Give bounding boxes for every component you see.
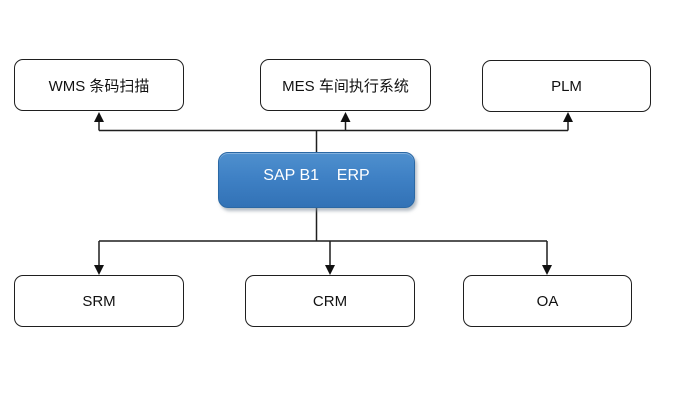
arrow-down-srm-icon bbox=[94, 265, 104, 275]
bottom-connector bbox=[94, 208, 552, 275]
node-mes: MES 车间执行系统 bbox=[260, 59, 431, 111]
node-sap-b1-erp-label: SAP B1 ERP bbox=[263, 166, 370, 184]
node-mes-label: MES 车间执行系统 bbox=[282, 77, 409, 95]
node-srm: SRM bbox=[14, 275, 184, 327]
node-sap-b1-erp: SAP B1 ERP bbox=[218, 152, 415, 208]
node-plm: PLM bbox=[482, 60, 651, 112]
node-plm-label: PLM bbox=[551, 77, 582, 95]
node-wms: WMS 条码扫描 bbox=[14, 59, 184, 111]
node-wms-label: WMS 条码扫描 bbox=[48, 77, 150, 95]
node-oa: OA bbox=[463, 275, 632, 327]
node-oa-label: OA bbox=[536, 292, 559, 310]
arrow-down-oa-icon bbox=[542, 265, 552, 275]
node-crm-label: CRM bbox=[312, 292, 348, 310]
arrow-up-wms-icon bbox=[94, 112, 104, 122]
top-connector bbox=[94, 112, 573, 152]
node-srm-label: SRM bbox=[82, 292, 116, 310]
arrow-up-plm-icon bbox=[563, 112, 573, 122]
arrow-up-mes-icon bbox=[340, 112, 351, 122]
node-crm: CRM bbox=[245, 275, 415, 327]
arrow-down-crm-icon bbox=[325, 265, 335, 275]
